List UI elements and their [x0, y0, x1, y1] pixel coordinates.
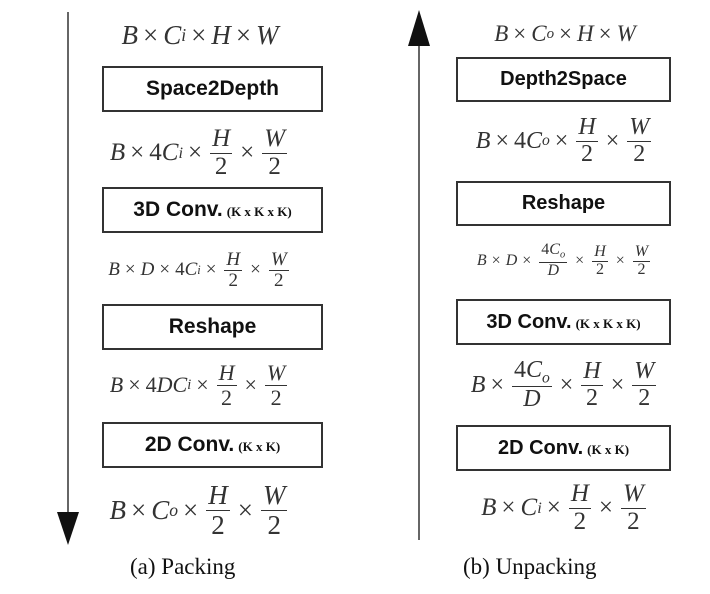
packing-2d-conv-kernel: (K x K)	[238, 438, 281, 454]
unpacking-caption: (b) Unpacking	[463, 554, 597, 579]
packing-3d-conv-label: 3D Conv.	[133, 198, 223, 221]
unpacking-reshape-label: Reshape	[521, 192, 606, 214]
packing-3d-conv-kernel: (K x K x K)	[226, 203, 292, 219]
packing-3d-conv-box: 3D Conv.(K x K x K)	[102, 187, 323, 233]
depth2space-box: Depth2Space	[456, 57, 671, 102]
unpacking-3d-conv-kernel: (K x K x K)	[575, 315, 641, 331]
space2depth-label: Space2Depth	[145, 77, 280, 100]
unpacking-up-arrow	[408, 10, 430, 540]
packing-caption: (a) Packing	[130, 554, 236, 579]
unpacking-2d-conv-label: 2D Conv.	[497, 436, 584, 459]
unpacking-2d-conv-kernel: (K x K)	[587, 441, 630, 457]
packing-reshape-label: Reshape	[168, 315, 257, 338]
unpacking-3d-conv-box: 3D Conv.(K x K x K)	[456, 299, 671, 345]
unpacking-reshape-box: Reshape	[456, 181, 671, 226]
packing-down-arrow	[57, 12, 79, 545]
packing-reshape-box: Reshape	[102, 304, 323, 350]
depth2space-label: Depth2Space	[500, 68, 627, 90]
unpacking-2d-conv-box: 2D Conv.(K x K)	[456, 425, 671, 471]
unpacking-3d-conv-label: 3D Conv.	[486, 310, 572, 333]
packing-2d-conv-box: 2D Conv.(K x K)	[102, 422, 323, 468]
packing-2d-conv-label: 2D Conv.	[144, 433, 235, 456]
space2depth-box: Space2Depth	[102, 66, 323, 112]
